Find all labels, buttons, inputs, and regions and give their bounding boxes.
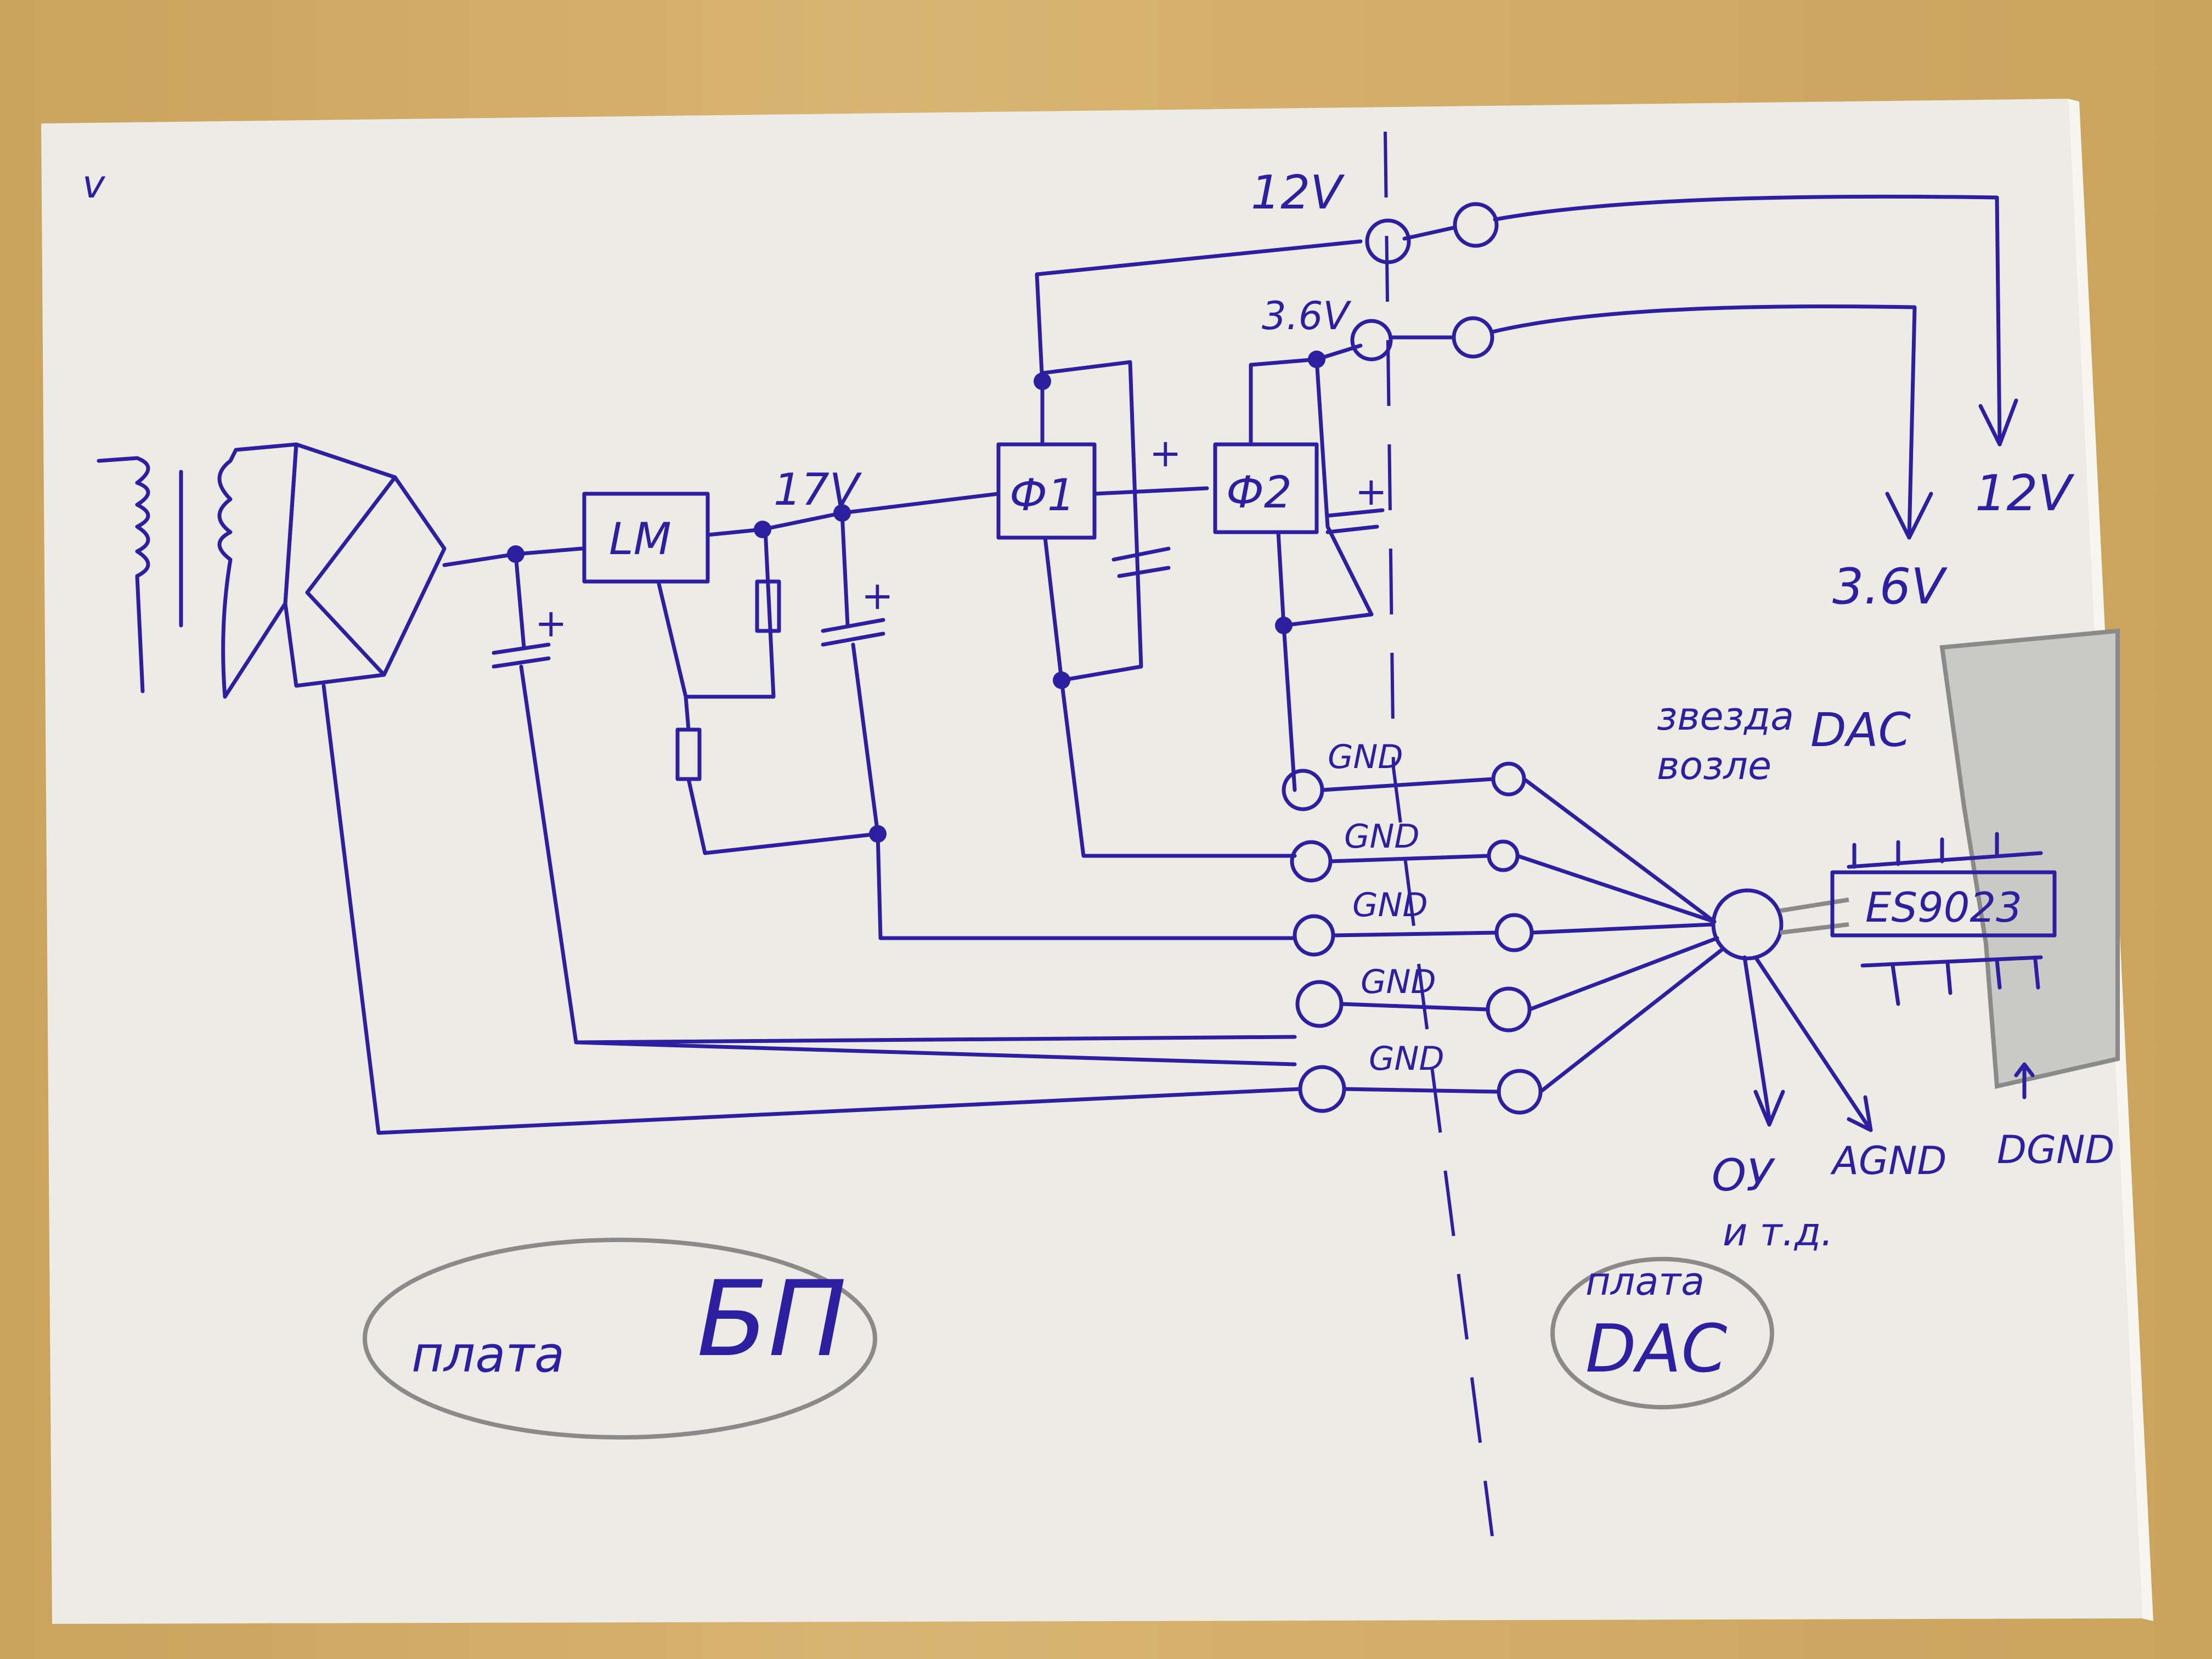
gnd-label-1: GND: [1328, 738, 1403, 776]
lm-label: LM: [609, 514, 672, 565]
voltage-36v-top-label: 3.6V: [1262, 294, 1351, 338]
diode-bridge-icon: [283, 442, 447, 688]
resistor-r1-icon: [755, 579, 781, 633]
svg-text:+: +: [1355, 469, 1387, 514]
corner-mark: v: [82, 162, 106, 207]
star-label-dac: DAC: [1810, 703, 1911, 758]
gnd-label-2: GND: [1344, 817, 1420, 856]
voltage-12v-out-label: 12V: [1975, 465, 2075, 522]
connector-12v-psu: [1365, 218, 1411, 264]
agnd-label: AGND: [1830, 1138, 1946, 1183]
gnd-label-3: GND: [1352, 886, 1428, 924]
voltage-12v-top-label: 12V: [1251, 166, 1345, 220]
capacitor-c4-icon: +: [1325, 469, 1387, 534]
chip-label: ES9023: [1865, 883, 2022, 932]
svg-text:+: +: [861, 573, 894, 618]
ou-label: ОУ: [1712, 1150, 1776, 1201]
svg-text:+: +: [1149, 431, 1182, 476]
dac-board-ellipse: [1550, 1257, 1774, 1409]
filter-f2-label: Ф2: [1226, 467, 1292, 518]
psu-board-name: БП: [697, 1259, 847, 1380]
arrow-dgnd-icon: [2014, 1062, 2035, 1099]
transformer-icon: [97, 442, 298, 699]
filter-f1-label: Ф1: [1009, 470, 1075, 521]
dac-board-name: DAC: [1585, 1311, 1727, 1387]
arrow-agnd-icon: [1847, 1095, 1873, 1132]
lm-regulator-box: [582, 492, 710, 584]
star-label-line2: возле: [1657, 743, 1771, 788]
arrow-ou-icon: [1753, 1090, 1785, 1127]
filter-f2-box: [1213, 442, 1319, 534]
board-divider-line: [1384, 131, 1494, 1537]
dac-board-word: плата: [1585, 1259, 1705, 1304]
gnd-label-4: GND: [1361, 963, 1436, 1001]
paper: [41, 99, 2142, 1624]
arrow-36v-icon: [1885, 492, 1933, 540]
svg-text:+: +: [535, 601, 567, 646]
capacitor-c2-icon: +: [821, 511, 1297, 940]
etc-label: и т.д.: [1723, 1210, 1833, 1255]
dac-chip-es9023: [1830, 870, 2057, 938]
capacitor-c3-icon: +: [1092, 431, 1209, 578]
connector-36v-psu: [1350, 319, 1393, 362]
junction-dot: [754, 521, 771, 538]
gnd-label-5: GND: [1369, 1040, 1444, 1078]
star-label-line1: звезда: [1657, 694, 1794, 739]
dgnd-label: DGND: [1997, 1127, 2114, 1172]
connector-12v-dac: [1453, 202, 1499, 248]
psu-board-ellipse: [363, 1238, 877, 1440]
digital-ground-plane: [1939, 628, 2120, 1089]
psu-board-word: плата: [411, 1326, 565, 1384]
voltage-17v-label: 17V: [774, 464, 862, 515]
voltage-36v-out-label: 3.6V: [1832, 558, 1948, 616]
arrow-12v-icon: [1978, 398, 2018, 447]
junction-dot: [1034, 373, 1051, 390]
